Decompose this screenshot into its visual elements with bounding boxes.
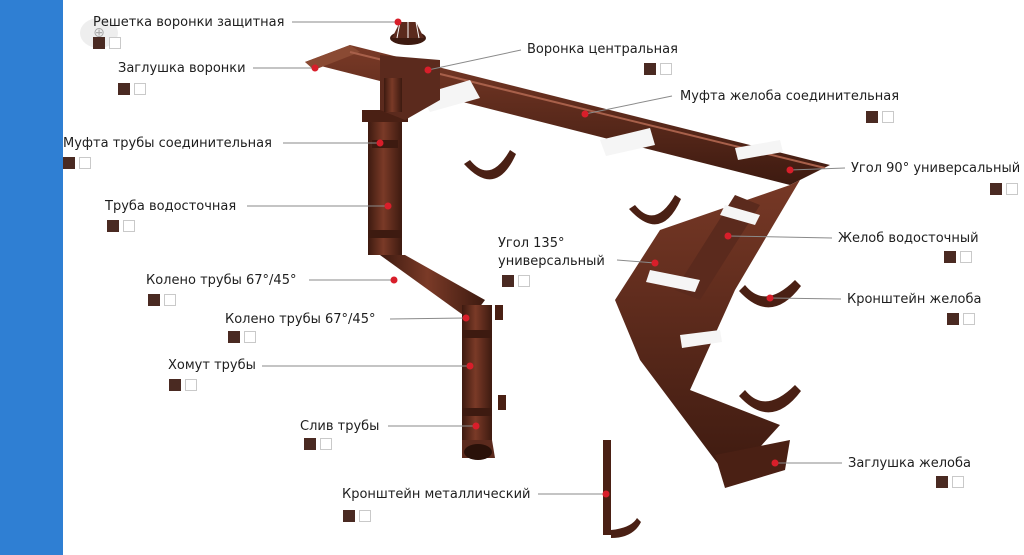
swatch-metal-bracket[interactable]: [343, 510, 371, 522]
marker-funnel-cap: [311, 64, 319, 72]
marker-pipe-coupling: [376, 139, 384, 147]
label-funnel-cap: Заглушка воронки: [118, 61, 246, 76]
swatch-corner135[interactable]: [502, 275, 530, 287]
label-outlet: Слив трубы: [300, 419, 380, 434]
label-funnel: Воронка центральная: [527, 42, 678, 57]
label-corner135: Угол 135° универсальный: [498, 236, 605, 269]
swatch-pipe[interactable]: [107, 220, 135, 232]
marker-gutter: [724, 232, 732, 240]
leader-corner90: [789, 167, 846, 171]
label-pipe: Труба водосточная: [105, 199, 237, 214]
marker-gutter-coupling: [581, 110, 589, 118]
swatch-gutter-coupling[interactable]: [866, 111, 894, 123]
marker-corner135: [651, 259, 659, 267]
leader-bracket: [769, 297, 842, 300]
downpipe: [362, 110, 495, 460]
swatch-grate[interactable]: [93, 37, 121, 49]
label-gutter-cap: Заглушка желоба: [848, 456, 971, 471]
label-clamp: Хомут трубы: [168, 358, 256, 373]
leader-corner135: [616, 259, 656, 264]
marker-grate: [394, 18, 402, 26]
swatch-gutter[interactable]: [944, 251, 972, 263]
marker-elbow2: [462, 314, 470, 322]
marker-metal-bracket: [602, 490, 610, 498]
label-corner90: Угол 90° универсальный: [851, 161, 1021, 176]
marker-corner90: [786, 166, 794, 174]
swatch-corner90[interactable]: [990, 183, 1018, 195]
leader-gutter: [727, 235, 833, 239]
marker-funnel: [424, 66, 432, 74]
gutter-diagonal: [615, 165, 830, 488]
marker-outlet: [472, 422, 480, 430]
swatch-outlet[interactable]: [304, 438, 332, 450]
brackets: [464, 150, 801, 413]
label-elbow-2: Колено трубы 67°/45°: [225, 312, 376, 327]
leader-funnel: [427, 49, 522, 71]
label-grate: Решетка воронки защитная: [93, 15, 285, 30]
leader-elbow2: [389, 317, 467, 320]
marker-clamp: [466, 362, 474, 370]
swatch-bracket[interactable]: [947, 313, 975, 325]
metal-bracket: [603, 440, 641, 538]
swatch-funnel-cap[interactable]: [118, 83, 146, 95]
label-metal-bracket: Кронштейн металлический: [342, 487, 531, 502]
swatch-pipe-coupling[interactable]: [63, 157, 91, 169]
swatch-elbow-2[interactable]: [228, 331, 256, 343]
marker-bracket: [766, 294, 774, 302]
label-bracket: Кронштейн желоба: [847, 292, 982, 307]
left-color-bar: [0, 0, 63, 555]
marker-pipe: [384, 202, 392, 210]
label-gutter-coupling: Муфта желоба соединительная: [680, 89, 900, 104]
label-elbow-1: Колено трубы 67°/45°: [146, 273, 297, 288]
grate: [390, 21, 426, 45]
swatch-clamp[interactable]: [169, 379, 197, 391]
leader-gutter-coupling: [584, 95, 673, 115]
swatch-gutter-cap[interactable]: [936, 476, 964, 488]
swatch-elbow-1[interactable]: [148, 294, 176, 306]
marker-elbow1: [390, 276, 398, 284]
label-gutter: Желоб водосточный: [838, 231, 979, 246]
swatch-funnel[interactable]: [644, 63, 672, 75]
label-pipe-coupling: Муфта трубы соединительная: [63, 136, 272, 151]
marker-gutter-cap: [771, 459, 779, 467]
